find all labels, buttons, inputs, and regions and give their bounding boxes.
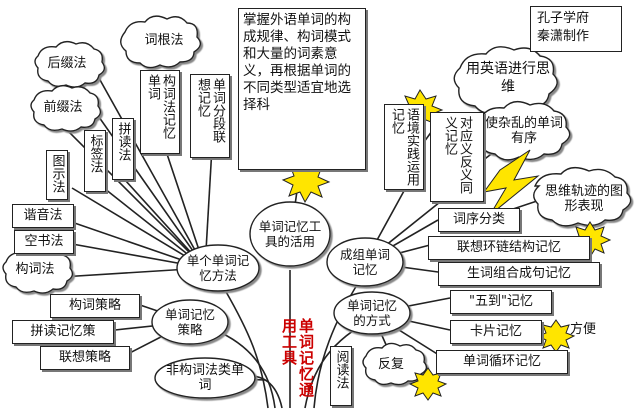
box-phrase: 生词组合成句记忆: [438, 262, 600, 286]
hub-mode: 单词记忆的方式: [346, 298, 397, 328]
box-card: 卡片记忆: [450, 320, 542, 344]
box-homophone: 谐音法: [12, 204, 74, 228]
hub-group: 成组单词记忆: [339, 247, 390, 277]
box-cycle: 单词循环记忆: [436, 350, 568, 374]
hub-ellipses: [151, 201, 411, 399]
credit-line-2: 秦潇制作: [537, 29, 590, 44]
box-spelling: 拼读法: [112, 118, 134, 180]
box-labeling: 标签法: [84, 130, 106, 192]
cloud-order: 使杂乱的单词有序: [484, 116, 563, 146]
hub-single: 单个单词记忆方法: [186, 253, 250, 283]
cloud-prefix: 前缀法: [43, 99, 83, 115]
cloud-trajectory: 思维轨迹的图形表现: [544, 184, 623, 214]
principle-box: 掌握外语单词的构成规律、构词模式和大量的词素意义，再根据单词的不同类型适宜地选择…: [238, 8, 366, 170]
cloud-suffix: 后缀法: [47, 55, 87, 71]
root-label: 单词记忆通用工具: [280, 318, 315, 398]
cloud-shapes: [2, 15, 632, 386]
box-diagram: 图示法: [46, 150, 68, 200]
box-five-to: "五到"记忆: [450, 290, 552, 314]
credit-line-1: 孔子学府: [537, 11, 590, 26]
hub-strategy: 单词记忆策略: [164, 307, 215, 337]
credit-box: 孔子学府 秦潇制作: [530, 6, 622, 52]
box-segment: 单词分段联想记忆: [190, 74, 230, 158]
box-wordform-strategy: 构词策略: [50, 294, 140, 318]
cloud-wordform: 构词法: [15, 261, 55, 277]
hub-nonword: 非构词法类单词: [165, 363, 244, 393]
box-blank: 空书法: [14, 230, 74, 254]
hub-tools: 单词记忆工具的活用: [258, 219, 322, 249]
box-spelling-strategy: 拼读记忆策: [12, 320, 114, 344]
box-chain: 联想环链结构记忆: [428, 236, 590, 260]
box-association-strategy: 联想策略: [40, 346, 130, 370]
box-wordform-memory: 构词法记忆单词: [140, 70, 180, 154]
box-reading: 阅读法: [330, 346, 352, 406]
label-convenient: 方便: [570, 322, 597, 337]
box-context: 语境实践运用记忆: [384, 104, 424, 190]
principle-text: 掌握外语单词的构成规律、构词模式和大量的词素意义，再根据单词的不同类型适宜地选择…: [243, 12, 351, 113]
box-antonym: 对应义反义同义记忆: [430, 112, 484, 202]
cloud-root-method: 词根法: [144, 32, 184, 48]
cloud-english-thinking: 用英语进行思维: [466, 61, 550, 95]
box-word-order: 词序分类: [438, 208, 520, 232]
cloud-repeat: 反复: [377, 356, 404, 372]
